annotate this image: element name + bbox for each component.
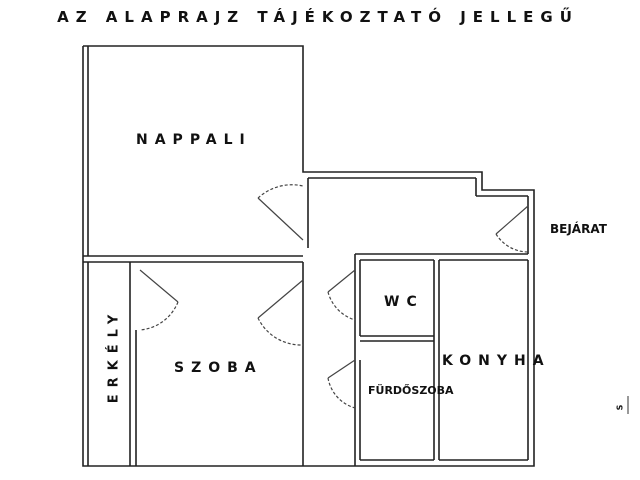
north-marker-label: S — [615, 404, 625, 411]
room-label-nappali: NAPPALI — [136, 132, 252, 148]
door-wc — [327, 269, 356, 293]
door-nappali — [257, 197, 304, 241]
outer-wall — [82, 45, 535, 467]
room-label-furdoszoba: FÜRDŐSZOBA — [368, 384, 454, 397]
door-erkely — [139, 269, 179, 303]
entrance-label: BEJÁRAT — [550, 222, 607, 236]
door-szoba — [257, 279, 304, 319]
room-label-konyha: KONYHA — [442, 353, 551, 369]
walls — [82, 45, 535, 467]
doors — [139, 184, 529, 409]
room-label-wc: WC — [384, 294, 424, 310]
door-entrance — [495, 205, 529, 235]
room-label-erkely: ERKÉLY — [106, 307, 122, 404]
door-furdoszoba — [327, 359, 356, 379]
room-label-szoba: SZOBA — [174, 360, 263, 376]
page-title: AZ ALAPRAJZ TÁJÉKOZTATÓ JELLEGŰ — [57, 8, 579, 26]
